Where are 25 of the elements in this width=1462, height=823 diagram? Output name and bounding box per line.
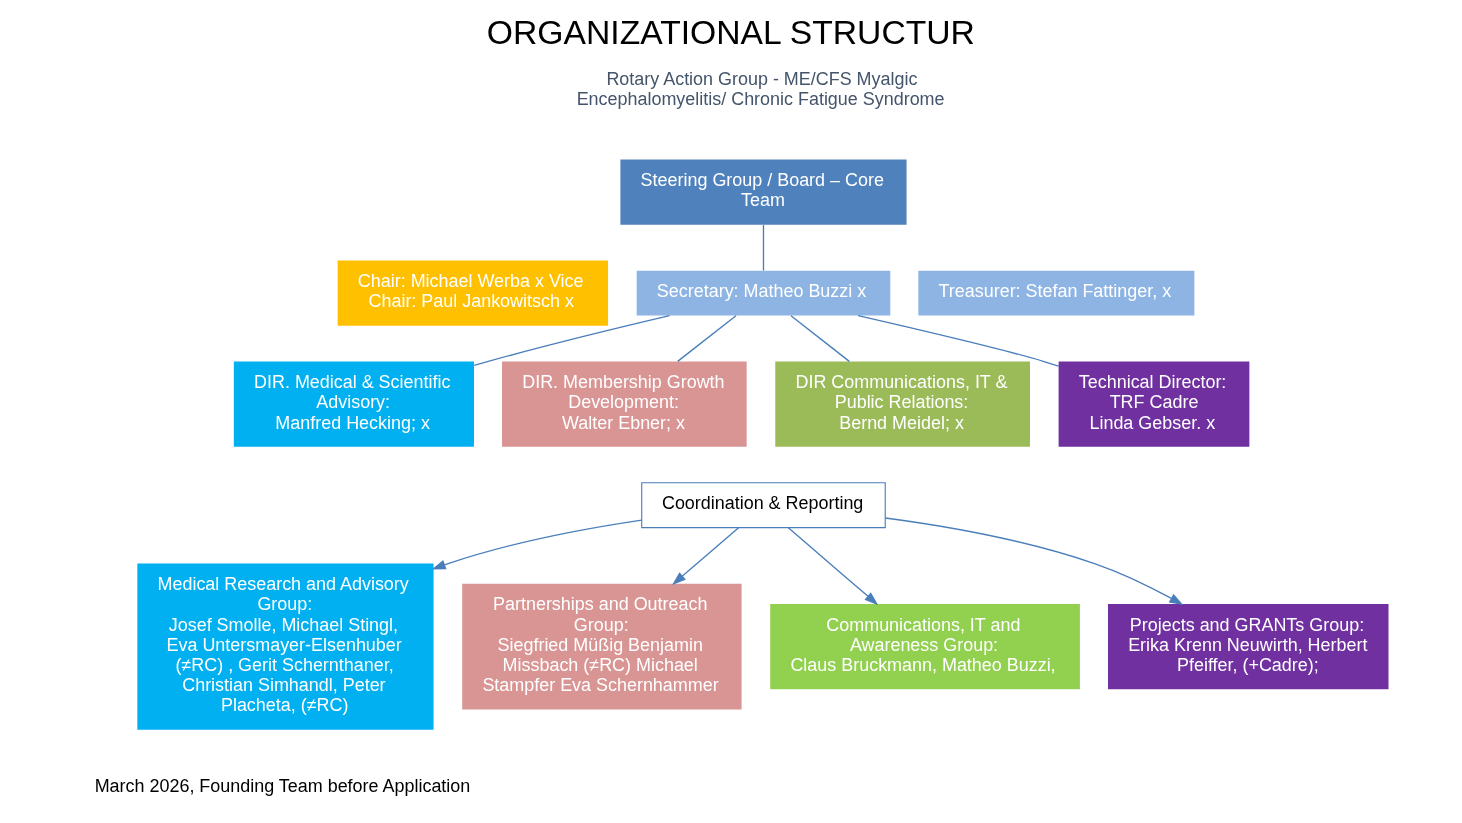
label: March 2026, Founding Team before Application (94, 776, 470, 797)
connector (473, 314, 670, 366)
node-box: Communications, IT and Awareness Group: Claus Bruckmann, Matheo Buzzi, (769, 603, 1080, 690)
connector (789, 315, 850, 363)
arrow (431, 519, 642, 570)
node-box: Treasurer: Stefan Fattinger, x (917, 270, 1194, 316)
connector (676, 315, 737, 363)
diagram-title: ORGANIZATIONAL STRUCTUR (486, 14, 975, 51)
arrow (787, 527, 878, 606)
connector (762, 224, 764, 272)
connector (856, 314, 1059, 367)
node-box: Projects and GRANTs Group: Erika Krenn Neuwirth, Herbert Pfeiffer, (+Cadre); (1107, 603, 1388, 690)
arrow (884, 517, 1183, 605)
label: Rotary Action Group - ME/CFS Myalgic Encephalomyelitis/ Chronic Fatigue Syndrome (576, 69, 945, 110)
arrow (671, 527, 739, 585)
node-box: Coordination & Reporting (640, 482, 886, 529)
node-box: Chair: Michael Werba x Vice Chair: Paul Jankowitsch x (337, 260, 608, 326)
node-box: DIR Communications, IT & Public Relations: Bernd Meidel; x (774, 361, 1030, 447)
node-box: Secretary: Matheo Buzzi x (636, 270, 890, 316)
node-box: DIR. Membership Growth Development: Walter Ebner; x (501, 361, 747, 447)
node-box: Partnerships and Outreach Group: Siegfried Müßig Benjamin Missbach (≠RC) Michael Stampfer Eva Schernhammer (461, 583, 742, 710)
node-box: Steering Group / Board – Core Team (619, 159, 907, 225)
node-box: DIR. Medical & Scientific Advisory: Manfred Hecking; x (233, 361, 474, 447)
node-box: Medical Research and Advisory Group: Josef Smolle, Michael Stingl, Eva Untersmayer-Elsenhuber (≠RC) , Gerit Schernthaner, Christian Simhandl, Peter Placheta, (≠RC) (136, 563, 434, 730)
node-box: Technical Director: TRF Cadre Linda Gebser. x (1058, 361, 1249, 447)
